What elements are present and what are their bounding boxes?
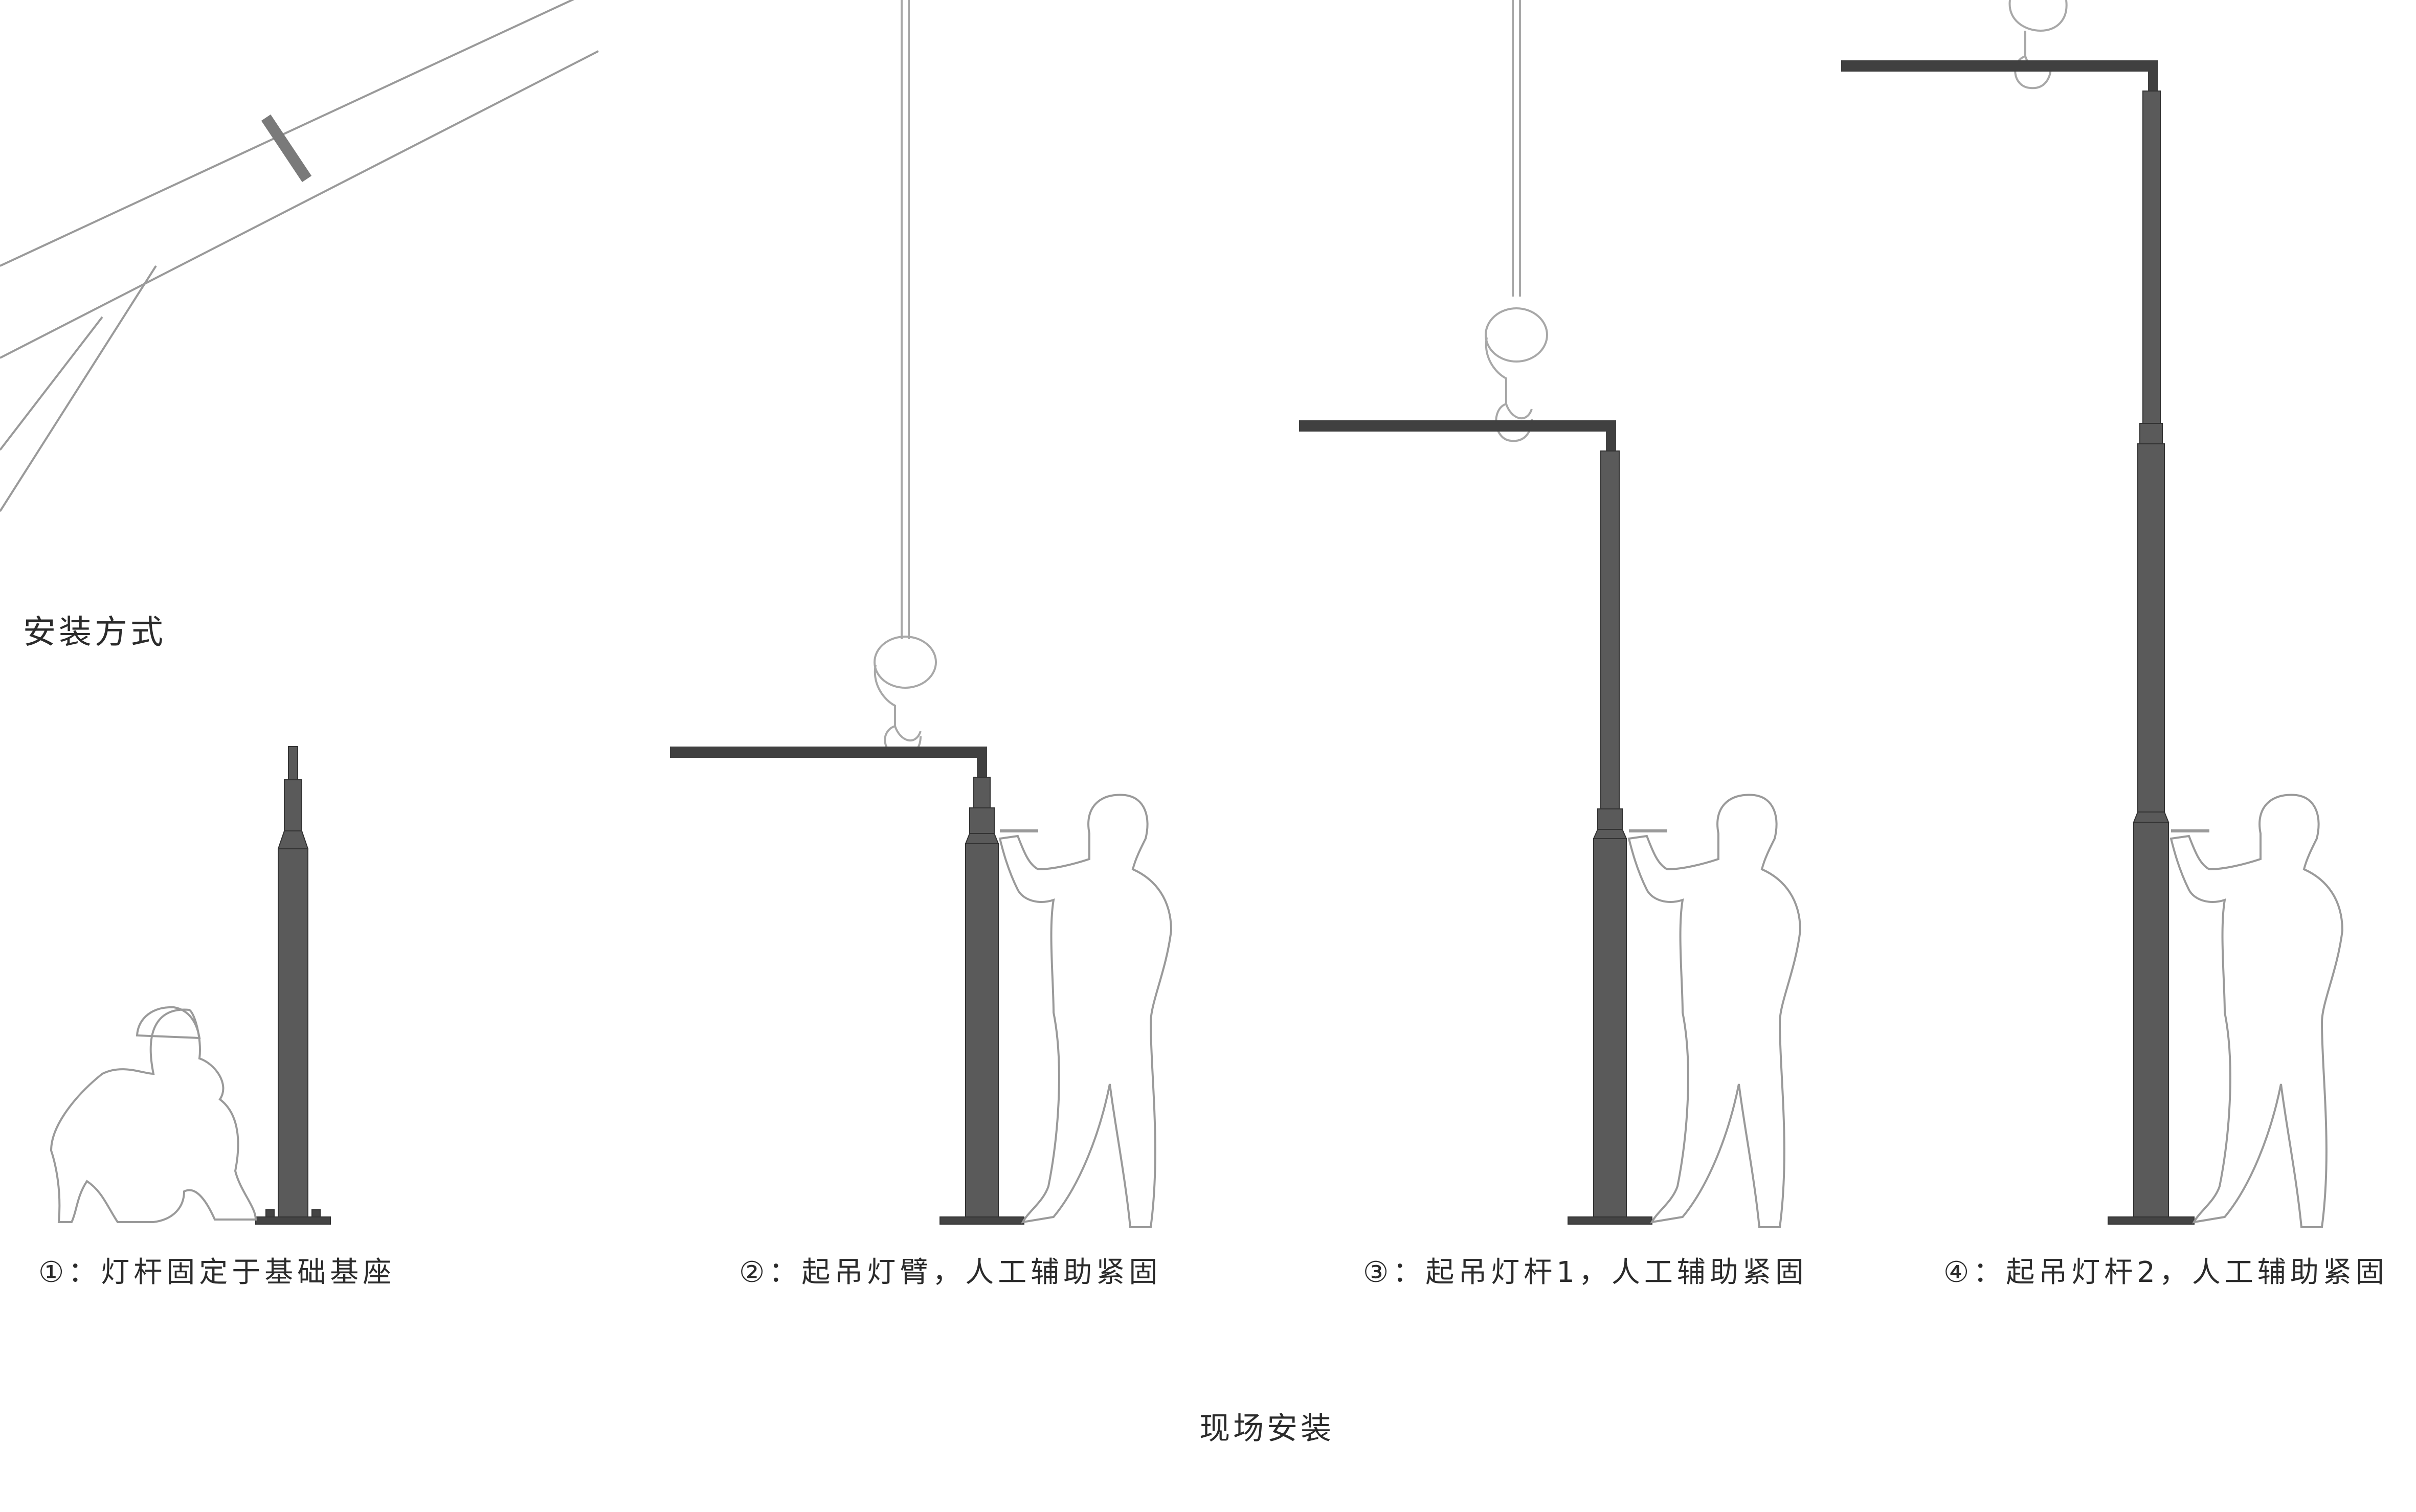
pole-base-segment: [255, 746, 331, 1225]
step-3-illustration: [1299, 0, 1802, 1228]
crane-boom: [0, 0, 599, 512]
step-2-illustration: [670, 0, 1173, 1228]
crane-hook: [1485, 0, 1548, 442]
crouching-worker-silhouette: [50, 1006, 257, 1223]
lamp-arm-2: [670, 747, 987, 777]
lamp-arm-4: [1841, 60, 2158, 91]
crane-hook: [2008, 0, 2068, 89]
crane-hook: [874, 0, 937, 757]
standing-worker-silhouette: [2169, 794, 2344, 1228]
standing-worker-silhouette: [998, 794, 1173, 1228]
step-4-caption: ④：起吊灯杆2，人工辅助紧固: [1943, 1256, 2388, 1289]
section-title: 安装方式: [23, 614, 166, 651]
step-1-caption: ①：灯杆固定于基础基座: [38, 1256, 396, 1289]
step-2-caption: ②：起吊灯臂，人工辅助紧固: [739, 1256, 1162, 1289]
step-1-illustration: [50, 746, 331, 1225]
pole-2: [939, 777, 1024, 1225]
standing-worker-silhouette: [1627, 794, 1802, 1228]
step-4-illustration: [1841, 0, 2344, 1228]
step-3-caption: ③：起吊灯杆1，人工辅助紧固: [1363, 1256, 1808, 1289]
pole-3: [1568, 450, 1652, 1225]
pole-4: [2108, 91, 2195, 1225]
figure-title: 现场安装: [1199, 1411, 1334, 1447]
lamp-arm-3: [1299, 420, 1616, 451]
